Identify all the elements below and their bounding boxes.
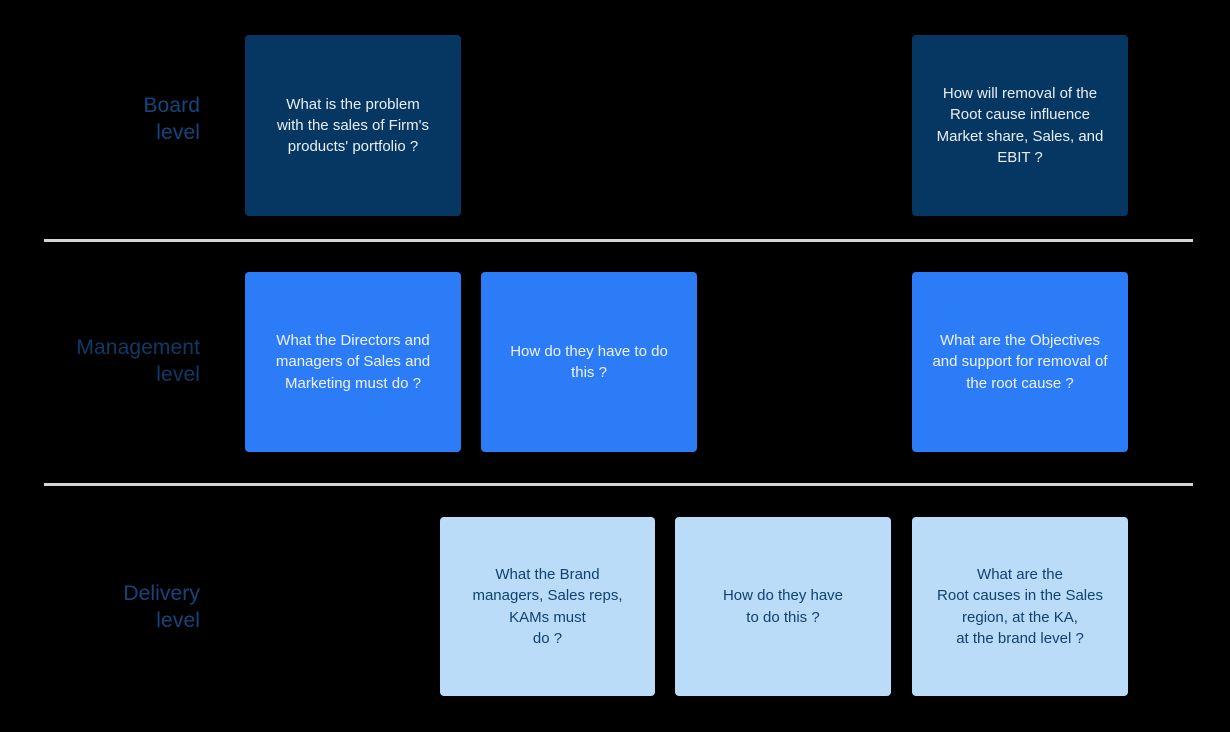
card-management-how[interactable]: How do they have to do this ? xyxy=(481,272,697,452)
row-label-delivery: Delivery level xyxy=(123,582,200,633)
divider-board-management xyxy=(44,239,1193,242)
card-delivery-what[interactable]: What the Brand managers, Sales reps, KAM… xyxy=(440,517,655,696)
row-label-board: Board level xyxy=(143,94,200,145)
row-label-management: Management level xyxy=(76,336,200,387)
card-delivery-how[interactable]: How do they have to do this ? xyxy=(675,517,891,696)
divider-management-delivery xyxy=(44,483,1193,486)
card-board-impact-question[interactable]: How will removal of the Root cause influ… xyxy=(912,35,1128,216)
card-board-problem-statement[interactable]: What is the problem with the sales of Fi… xyxy=(245,35,461,216)
card-delivery-root-causes[interactable]: What are the Root causes in the Sales re… xyxy=(912,517,1128,696)
card-management-what[interactable]: What the Directors and managers of Sales… xyxy=(245,272,461,452)
card-management-objectives[interactable]: What are the Objectives and support for … xyxy=(912,272,1128,452)
